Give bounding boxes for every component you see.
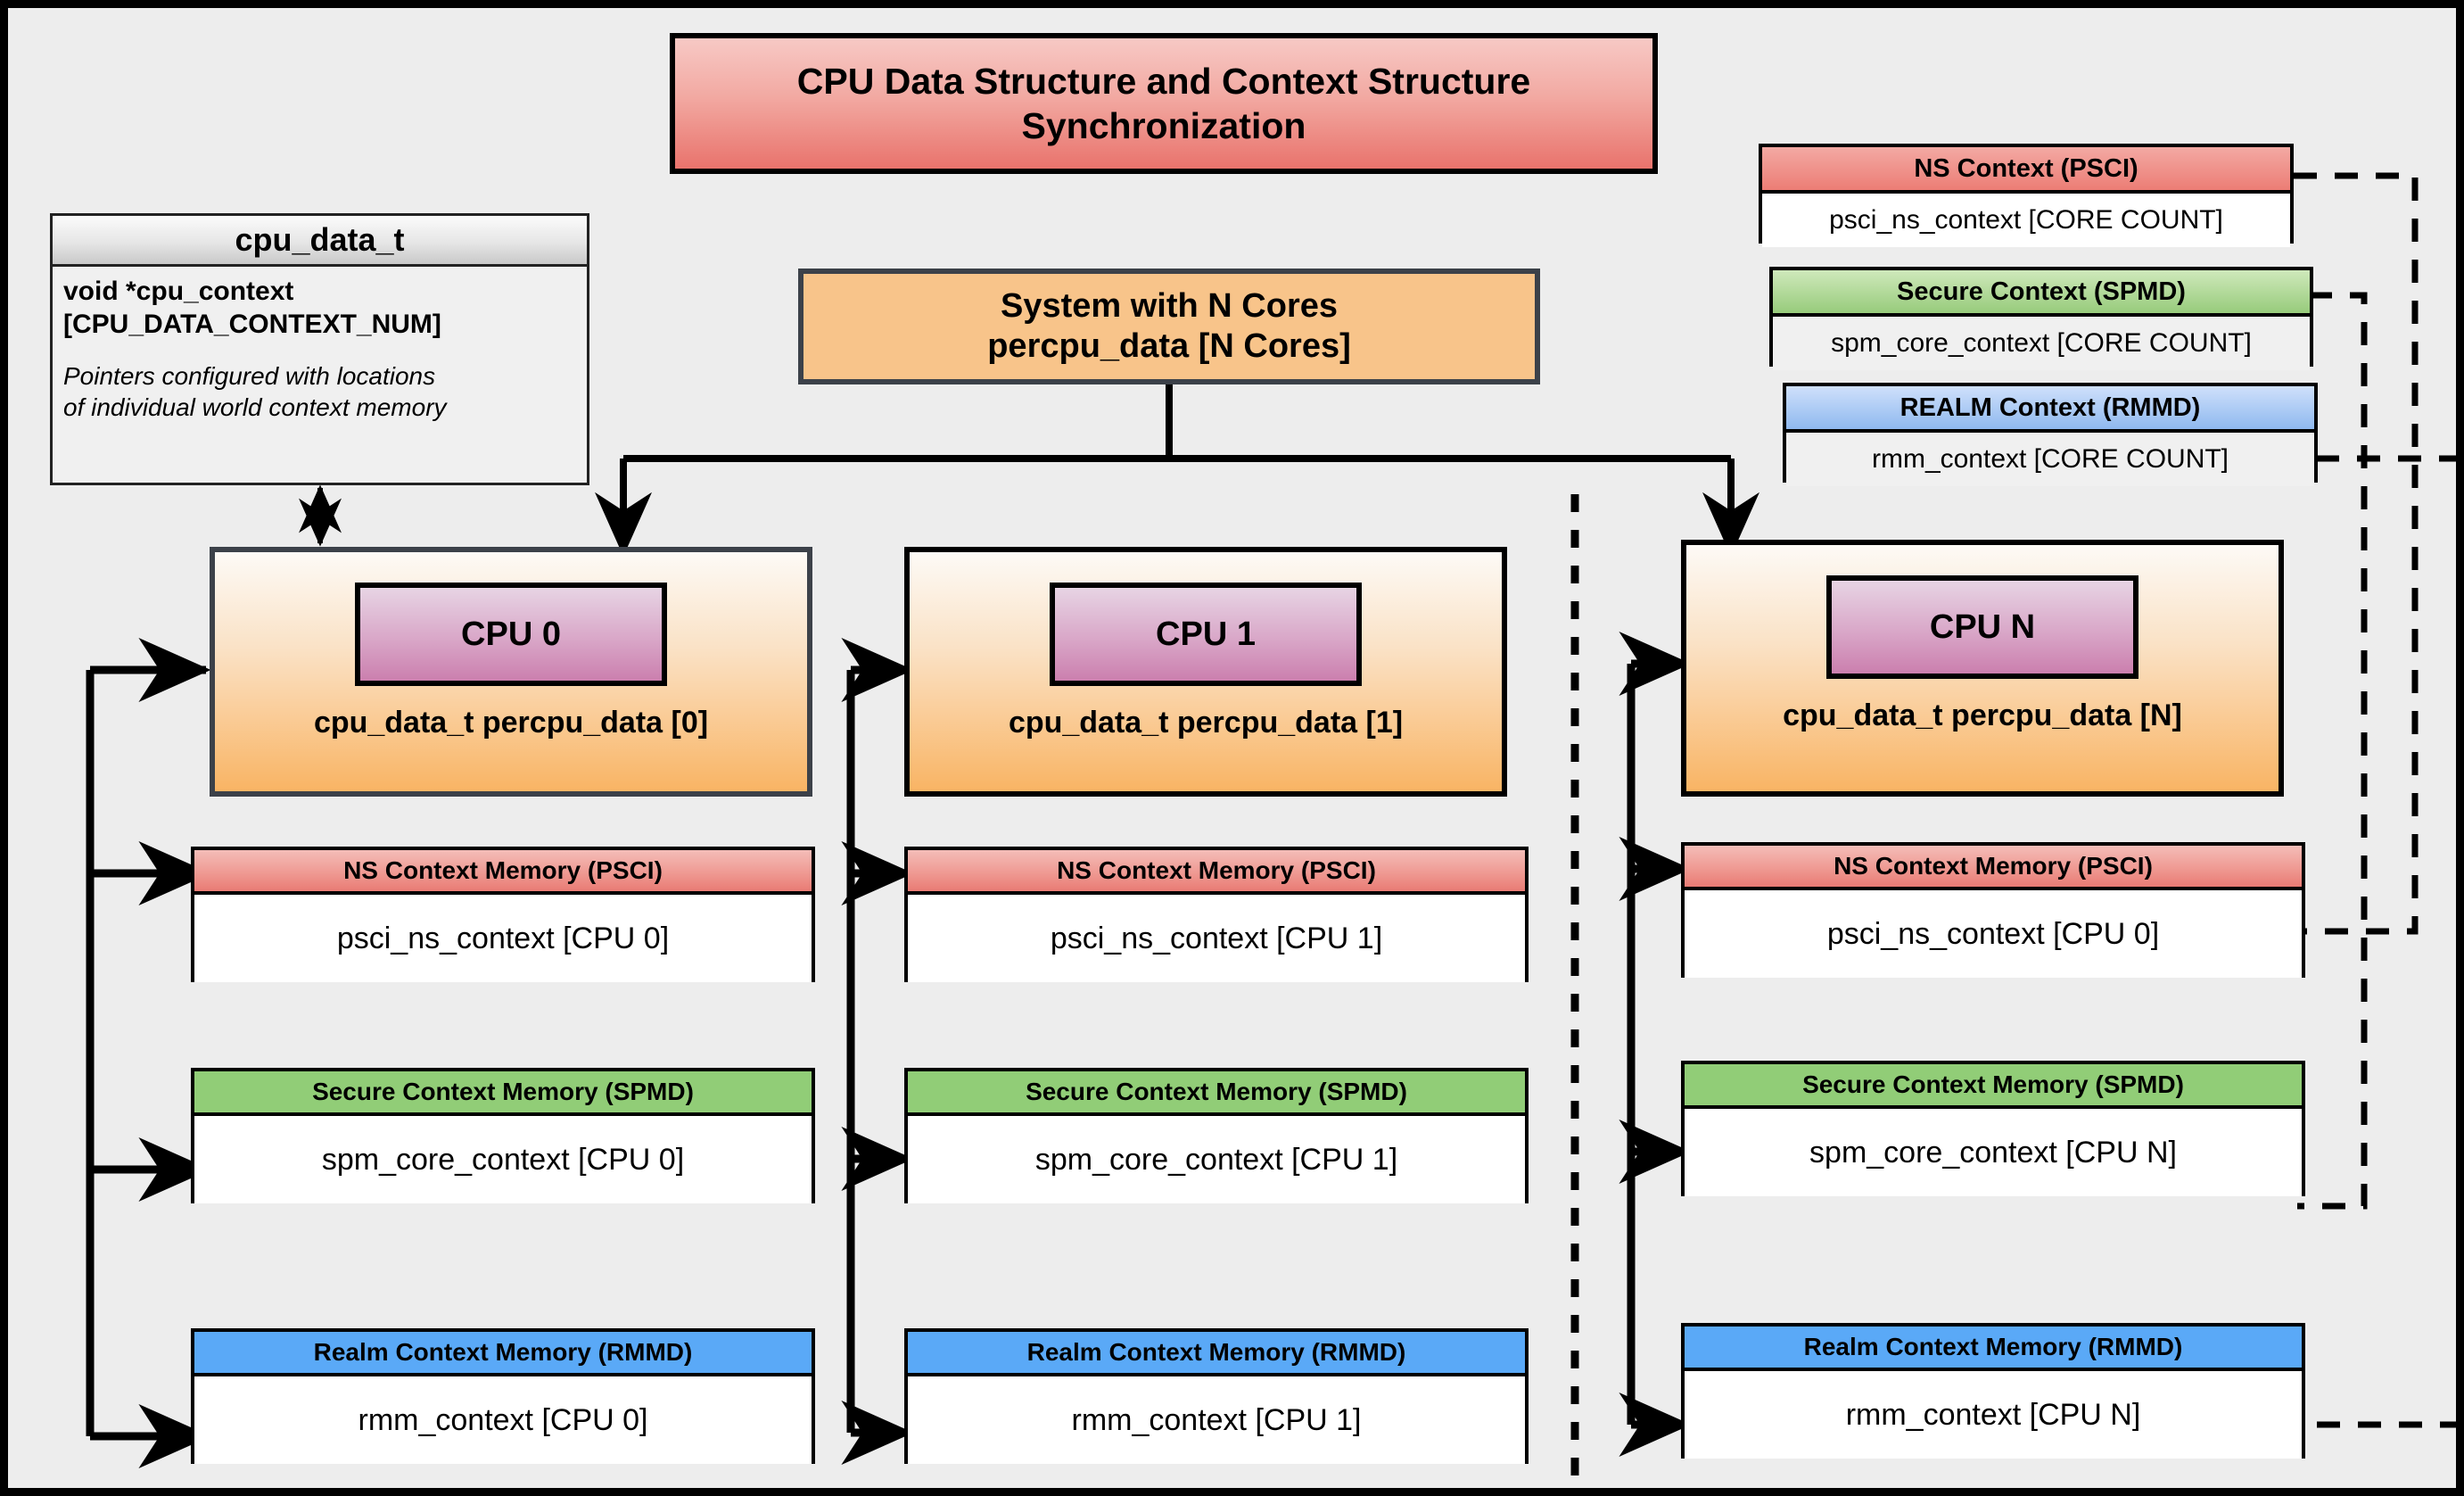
cpu-data-t-legend: cpu_data_t void *cpu_context [CPU_DATA_C… bbox=[50, 213, 589, 485]
cpu-1-context-realm-body: rmm_context [CPU 1] bbox=[908, 1376, 1525, 1464]
system-box: System with N Cores percpu_data [N Cores… bbox=[798, 269, 1540, 384]
cpu-caption-0: cpu_data_t percpu_data [0] bbox=[313, 706, 709, 740]
cpu-1-context-ns-body: psci_ns_context [CPU 1] bbox=[908, 895, 1525, 982]
cpu-1-context-ns: NS Context Memory (PSCI) psci_ns_context… bbox=[904, 847, 1529, 982]
cpu-n-context-ns-header: NS Context Memory (PSCI) bbox=[1685, 846, 2302, 890]
cpu-data-t-field: void *cpu_context [CPU_DATA_CONTEXT_NUM] bbox=[63, 277, 441, 339]
cpu-n-context-realm-header: Realm Context Memory (RMMD) bbox=[1685, 1327, 2302, 1371]
cpu-0-context-ns: NS Context Memory (PSCI) psci_ns_context… bbox=[191, 847, 815, 982]
cpu-n-context-secure: Secure Context Memory (SPMD) spm_core_co… bbox=[1681, 1061, 2305, 1196]
cpu-n-context-secure-body: spm_core_context [CPU N] bbox=[1685, 1109, 2302, 1196]
cpu-1-context-realm: Realm Context Memory (RMMD) rmm_context … bbox=[904, 1328, 1529, 1464]
cpu-1-context-secure-body: spm_core_context [CPU 1] bbox=[908, 1116, 1525, 1203]
cpu-caption-n: cpu_data_t percpu_data [N] bbox=[1783, 698, 2182, 732]
global-context-realm-body: rmm_context [CORE COUNT] bbox=[1786, 433, 2314, 486]
cpu-0-context-ns-body: psci_ns_context [CPU 0] bbox=[194, 895, 812, 982]
cpu-n-context-secure-header: Secure Context Memory (SPMD) bbox=[1685, 1064, 2302, 1109]
system-box-line2: percpu_data [N Cores] bbox=[987, 327, 1351, 365]
cpu-card-0[interactable]: CPU 0 cpu_data_t percpu_data [0] bbox=[210, 547, 812, 797]
cpu-chip-n: CPU N bbox=[1826, 575, 2138, 679]
global-context-ns-header: NS Context (PSCI) bbox=[1762, 147, 2290, 194]
cpu-n-context-ns: NS Context Memory (PSCI) psci_ns_context… bbox=[1681, 842, 2305, 978]
global-context-secure: Secure Context (SPMD) spm_core_context [… bbox=[1769, 267, 2313, 370]
cpu-0-context-realm: Realm Context Memory (RMMD) rmm_context … bbox=[191, 1328, 815, 1464]
cpu-1-context-secure-header: Secure Context Memory (SPMD) bbox=[908, 1071, 1525, 1116]
cpu-0-context-secure-header: Secure Context Memory (SPMD) bbox=[194, 1071, 812, 1116]
cpu-caption-1: cpu_data_t percpu_data [1] bbox=[1008, 706, 1404, 740]
global-context-ns: NS Context (PSCI) psci_ns_context [CORE … bbox=[1759, 144, 2294, 247]
cpu-0-context-secure-body: spm_core_context [CPU 0] bbox=[194, 1116, 812, 1203]
cpu-data-t-note: Pointers configured with locations of in… bbox=[63, 362, 447, 422]
cpu-1-context-ns-header: NS Context Memory (PSCI) bbox=[908, 850, 1525, 895]
cpu-n-context-realm-body: rmm_context [CPU N] bbox=[1685, 1371, 2302, 1459]
cpu-card-n[interactable]: CPU N cpu_data_t percpu_data [N] bbox=[1681, 540, 2284, 797]
cpu-0-context-realm-body: rmm_context [CPU 0] bbox=[194, 1376, 812, 1464]
cpu-chip-1: CPU 1 bbox=[1050, 583, 1362, 686]
global-context-realm: REALM Context (RMMD) rmm_context [CORE C… bbox=[1783, 383, 2318, 486]
cpu-n-context-realm: Realm Context Memory (RMMD) rmm_context … bbox=[1681, 1323, 2305, 1459]
global-context-realm-header: REALM Context (RMMD) bbox=[1786, 386, 2314, 433]
global-context-secure-header: Secure Context (SPMD) bbox=[1773, 270, 2310, 317]
cpu-n-context-ns-body: psci_ns_context [CPU 0] bbox=[1685, 890, 2302, 978]
page-title-line1: CPU Data Structure and Context Structure bbox=[796, 60, 1531, 102]
global-context-secure-body: spm_core_context [CORE COUNT] bbox=[1773, 317, 2310, 370]
cpu-0-context-secure: Secure Context Memory (SPMD) spm_core_co… bbox=[191, 1068, 815, 1203]
cpu-1-context-realm-header: Realm Context Memory (RMMD) bbox=[908, 1332, 1525, 1376]
global-context-ns-body: psci_ns_context [CORE COUNT] bbox=[1762, 194, 2290, 247]
cpu-0-context-ns-header: NS Context Memory (PSCI) bbox=[194, 850, 812, 895]
page-title-line2: Synchronization bbox=[1021, 105, 1306, 146]
cpu-1-context-secure: Secure Context Memory (SPMD) spm_core_co… bbox=[904, 1068, 1529, 1203]
cpu-data-t-header: cpu_data_t bbox=[53, 216, 587, 267]
cpu-card-1[interactable]: CPU 1 cpu_data_t percpu_data [1] bbox=[904, 547, 1507, 797]
system-box-line1: System with N Cores bbox=[1001, 287, 1338, 326]
page-title: CPU Data Structure and Context Structure… bbox=[670, 33, 1658, 174]
cpu-0-context-realm-header: Realm Context Memory (RMMD) bbox=[194, 1332, 812, 1376]
cpu-chip-0: CPU 0 bbox=[355, 583, 667, 686]
